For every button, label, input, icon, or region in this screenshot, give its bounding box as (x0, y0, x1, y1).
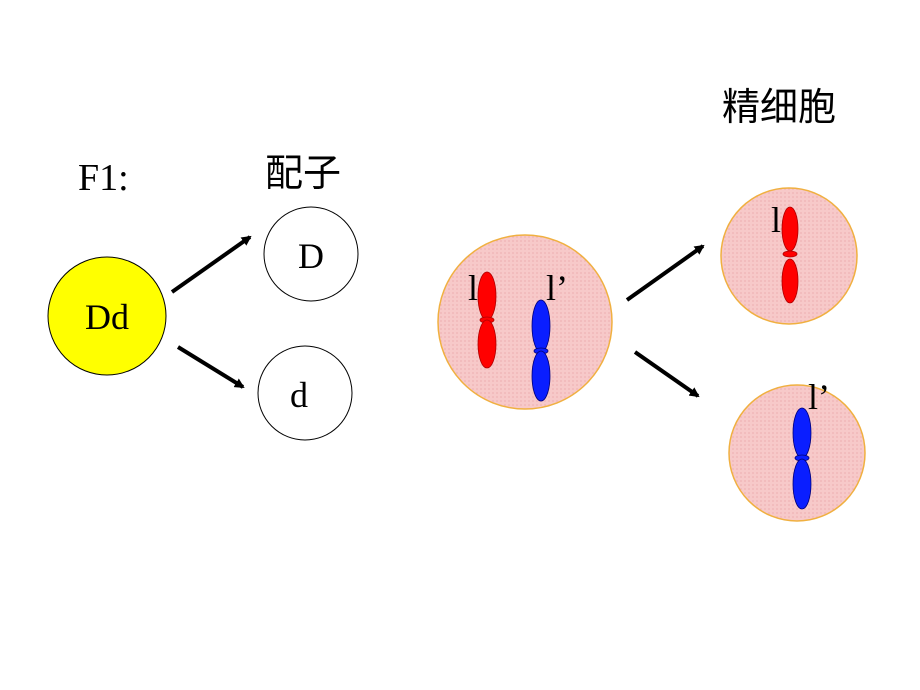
red-chromosome-parent (477, 271, 497, 369)
gamete-recessive: d (257, 345, 353, 441)
parent-chromosome-cell: l l’ (437, 234, 613, 410)
sperm-bottom-chromosome-label: l’ (808, 377, 830, 417)
sperm-top-chromosome-label: l (771, 200, 781, 240)
gametes-label: 配子 (265, 153, 341, 195)
arrow-to-bottom-sperm (633, 350, 700, 398)
gamete-dominant: D (263, 206, 359, 302)
sperm-cells-label: 精细胞 (722, 87, 836, 129)
blue-chromosome-parent (531, 299, 551, 402)
arrow-to-recessive-gamete (176, 345, 245, 389)
parent-genotype: Dd (85, 297, 129, 337)
f1-label: F1: (78, 157, 129, 199)
parent-cell: Dd (47, 256, 167, 376)
red-chromosome-sperm (781, 206, 799, 304)
gamete-recessive-label: d (290, 375, 308, 415)
arrow-to-dominant-gamete (170, 235, 252, 294)
gamete-dominant-label: D (298, 236, 324, 276)
parent-right-chromosome-label: l’ (546, 268, 568, 308)
sperm-cell-top: l (720, 187, 858, 325)
arrow-to-top-sperm (625, 244, 705, 302)
sperm-cell-bottom: l’ (728, 377, 866, 522)
blue-chromosome-sperm (792, 407, 812, 510)
parent-left-chromosome-label: l (468, 268, 478, 308)
